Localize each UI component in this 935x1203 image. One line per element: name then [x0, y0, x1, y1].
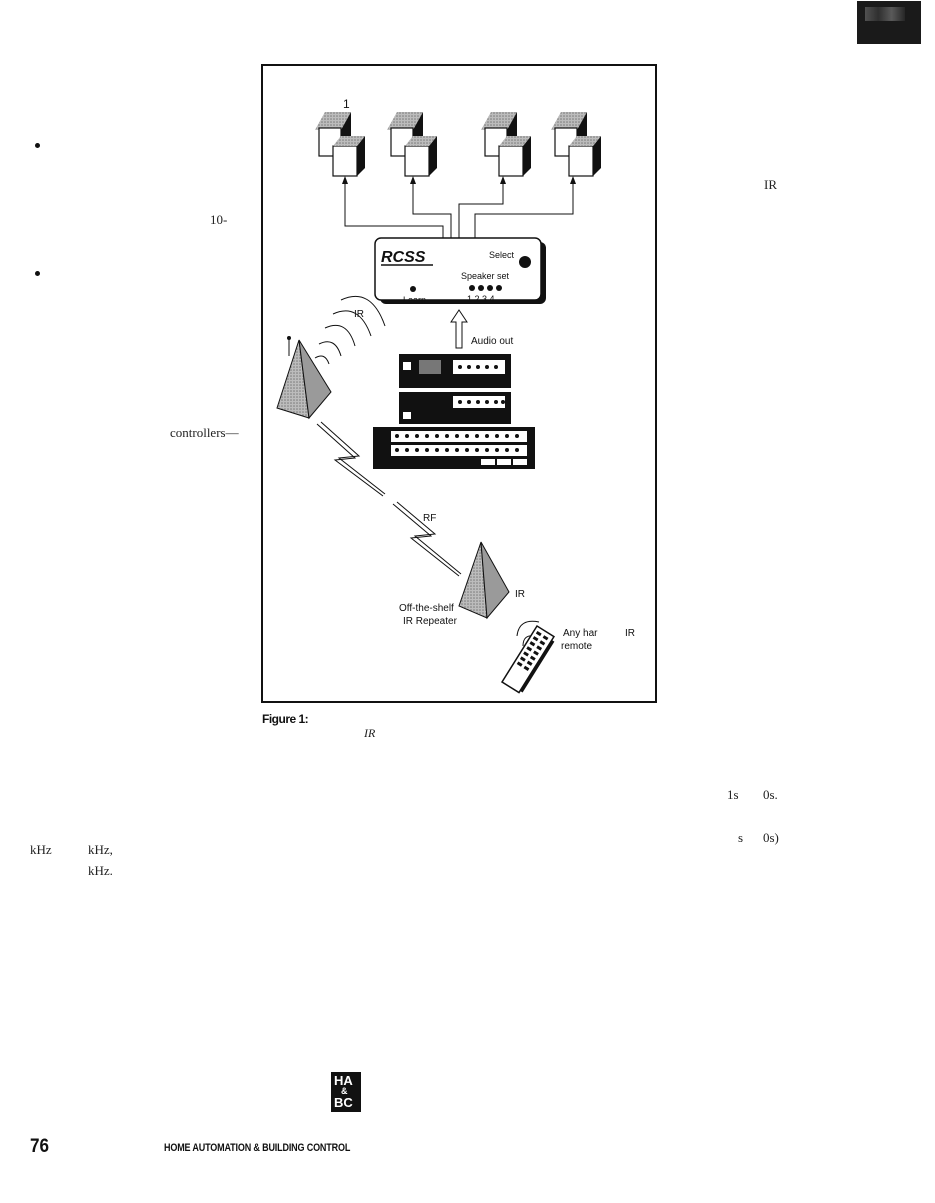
ir-label-top: IR — [354, 309, 364, 320]
left-frag-controllers: controllers— — [170, 425, 239, 440]
figure-1-frame: 1 — [261, 64, 657, 703]
stereo-component-stack — [373, 354, 535, 469]
speaker-led-1 — [469, 285, 475, 291]
speaker-led-2 — [478, 285, 484, 291]
left-frag-khz-b: kHz, — [88, 842, 113, 857]
ir-repeater-pyramid — [458, 541, 510, 620]
logo-text-top: HA — [334, 1073, 353, 1088]
speaker-icon-1 — [315, 112, 365, 177]
remote-label-line1a: Any har — [563, 628, 598, 639]
speaker-icon-3 — [481, 112, 531, 177]
select-button-graphic — [519, 256, 531, 268]
select-label: Select — [489, 250, 515, 260]
repeater-label-line2: IR Repeater — [403, 616, 458, 627]
bullet-2 — [35, 271, 40, 276]
speaker-icon-4 — [551, 112, 601, 177]
speaker-wires — [344, 178, 574, 240]
right-frag-1s: 1s — [727, 787, 739, 802]
audio-out-label: Audio out — [471, 336, 513, 347]
page-number: 76 — [30, 1136, 50, 1157]
right-frag-ir: IR — [764, 177, 777, 192]
magazine-title: HOME AUTOMATION & BUILDING CONTROL — [164, 1142, 351, 1154]
right-frag-s: s — [738, 830, 744, 845]
speaker-set-label: Speaker set — [461, 271, 510, 281]
right-frag-0s-paren: 0s) — [763, 830, 779, 845]
right-frag-0s: 0s. — [763, 787, 778, 802]
left-frag-khz-a: kHz — [30, 842, 52, 857]
rf-label: RF — [423, 513, 436, 524]
bullet-1 — [35, 143, 40, 148]
speaker-set-numbers: 1 2 3 4 — [467, 294, 495, 304]
speaker-led-3 — [487, 285, 493, 291]
learn-label: Learn — [403, 295, 426, 305]
rf-link-bolt — [316, 421, 462, 577]
ir-transmitter-pyramid — [276, 336, 332, 420]
remote-control-graphic — [500, 624, 555, 694]
speaker-arrowheads — [342, 176, 576, 184]
figure-1-diagram: 1 — [276, 97, 635, 694]
speaker-icon-2 — [387, 112, 437, 177]
habc-logo: HA & BC — [331, 1072, 361, 1112]
ir-label-bottom: IR — [515, 589, 525, 600]
corner-mark-graphic — [857, 1, 921, 44]
remote-label-line1b: IR — [625, 628, 635, 639]
left-frag-khz-c: kHz. — [88, 863, 113, 878]
speaker-number-label: 1 — [343, 97, 350, 111]
rcss-device: RCSS Select Speaker set 1 2 3 4 Learn — [374, 237, 546, 305]
remote-label-line2: remote — [561, 641, 593, 652]
figure-caption-label: Figure 1: — [262, 712, 309, 726]
caption-frag-ir: IR — [364, 726, 376, 740]
rcss-title: RCSS — [381, 249, 426, 266]
left-frag-10: 10- — [210, 212, 228, 227]
audio-out-arrow: Audio out — [450, 309, 513, 349]
speaker-led-4 — [496, 285, 502, 291]
learn-led — [410, 286, 416, 292]
stereo-knob-dots — [395, 365, 519, 452]
ir-waves-top — [314, 295, 386, 365]
logo-text-bottom: BC — [334, 1095, 353, 1110]
repeater-label-line1: Off-the-shelf — [399, 603, 454, 614]
logo-text-mid: & — [341, 1086, 348, 1096]
